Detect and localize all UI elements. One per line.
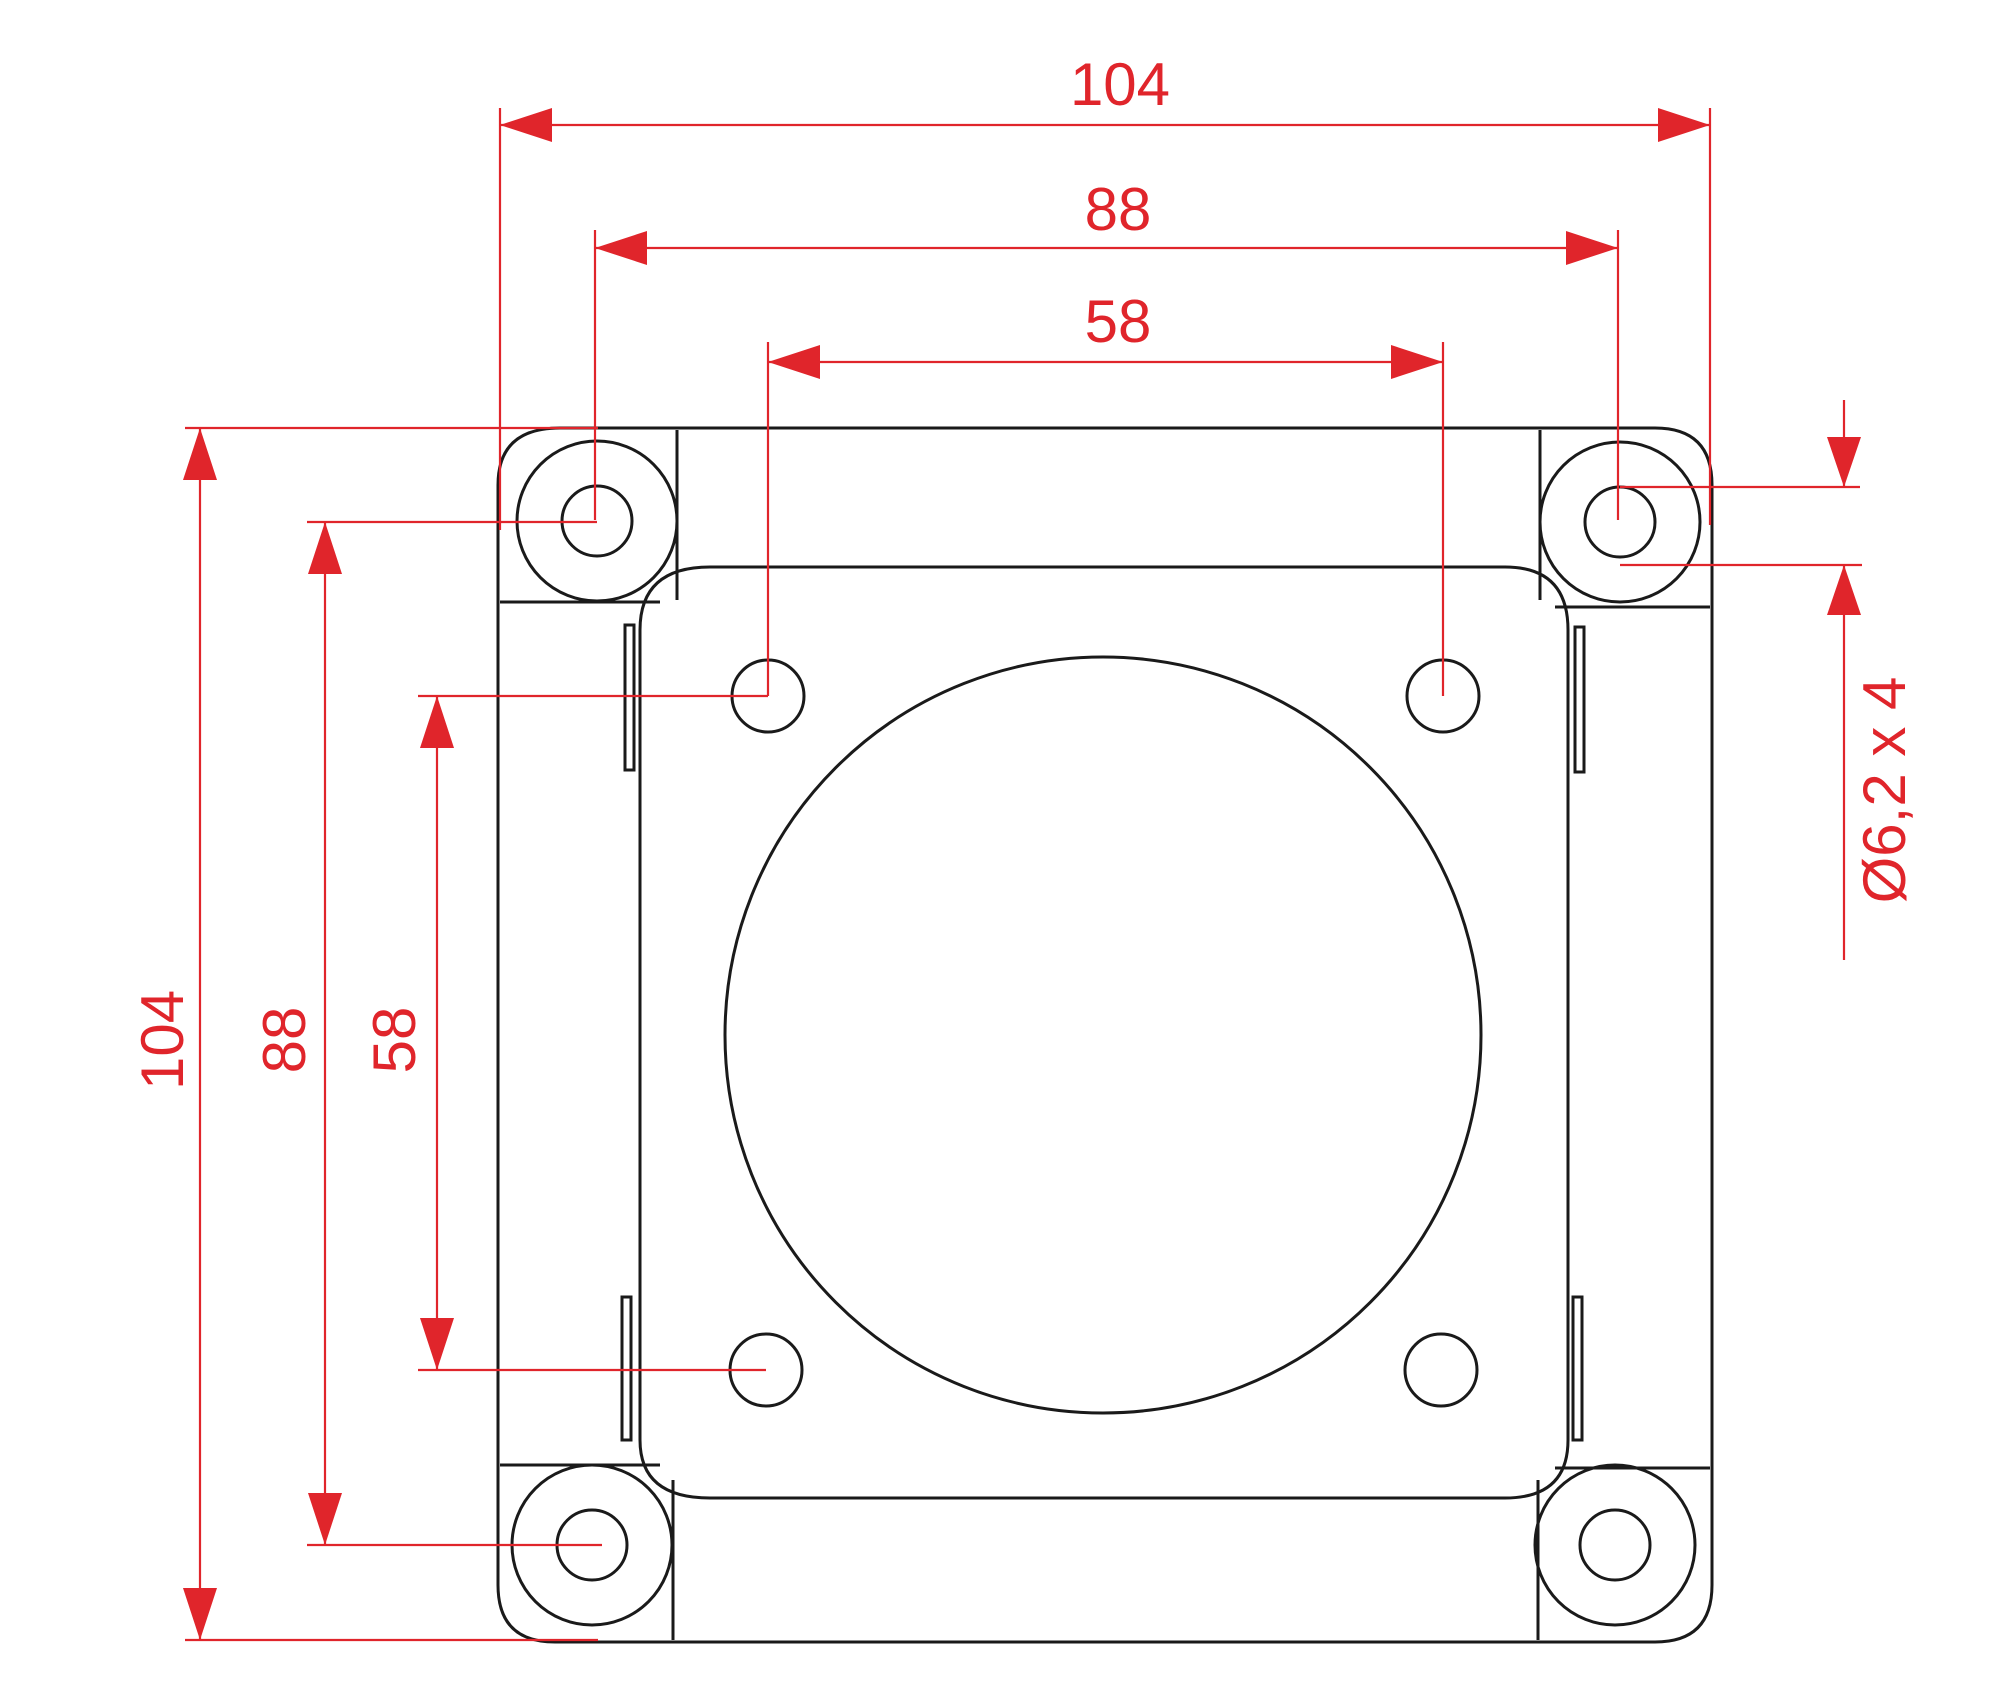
arrowhead (1566, 231, 1618, 265)
dimension-label-inner-hole-spacing-y: 58 (361, 1007, 428, 1074)
arrowhead (595, 231, 647, 265)
outer-hole (1578, 1508, 1652, 1582)
dimension-outer-hole-spacing-x: 88 (593, 176, 1620, 520)
arrowhead (183, 428, 217, 480)
arrowhead (768, 345, 820, 379)
dimension-overall-height: 104 (129, 426, 598, 1642)
plate-outline (496, 426, 1714, 1644)
inner-hole (1403, 1332, 1479, 1408)
dimension-label-hole-callout: Ø6,2 x 4 (1851, 677, 1918, 904)
dimension-label-overall-height: 104 (129, 990, 196, 1090)
dimension-label-inner-hole-spacing-x: 58 (1085, 288, 1152, 355)
dimension-overall-width: 104 (498, 51, 1712, 530)
side-slot (620, 1295, 633, 1442)
arrowhead (500, 108, 552, 142)
arrowhead (1391, 345, 1443, 379)
outer-hole (1583, 485, 1657, 559)
outer-hole-boss (1533, 1463, 1697, 1627)
arrowhead (420, 696, 454, 748)
inner-flange (638, 565, 1570, 1500)
arrowhead (1658, 108, 1710, 142)
dimension-label-outer-hole-spacing-x: 88 (1085, 176, 1152, 243)
arrowhead (1827, 565, 1861, 615)
dimension-hole-diameter: Ø6,2 x 4 (1620, 400, 1918, 960)
arrowhead (183, 1588, 217, 1640)
dimension-inner-hole-spacing-x: 58 (766, 288, 1445, 696)
arrowhead (1827, 437, 1861, 487)
arrowhead (308, 522, 342, 574)
outer-hole-boss (1538, 440, 1702, 604)
arrowhead (420, 1318, 454, 1370)
arrowhead (308, 1493, 342, 1545)
center-bore (723, 655, 1483, 1415)
dimension-label-overall-width: 104 (1070, 51, 1170, 118)
side-slot (1573, 625, 1586, 774)
dimension-outer-hole-spacing-y: 88 (251, 520, 602, 1547)
dimension-inner-hole-spacing-y: 58 (361, 694, 768, 1372)
side-slot (1571, 1295, 1584, 1442)
mounting-plate (496, 426, 1714, 1644)
side-slot (623, 623, 636, 772)
dimension-label-outer-hole-spacing-y: 88 (251, 1007, 318, 1074)
